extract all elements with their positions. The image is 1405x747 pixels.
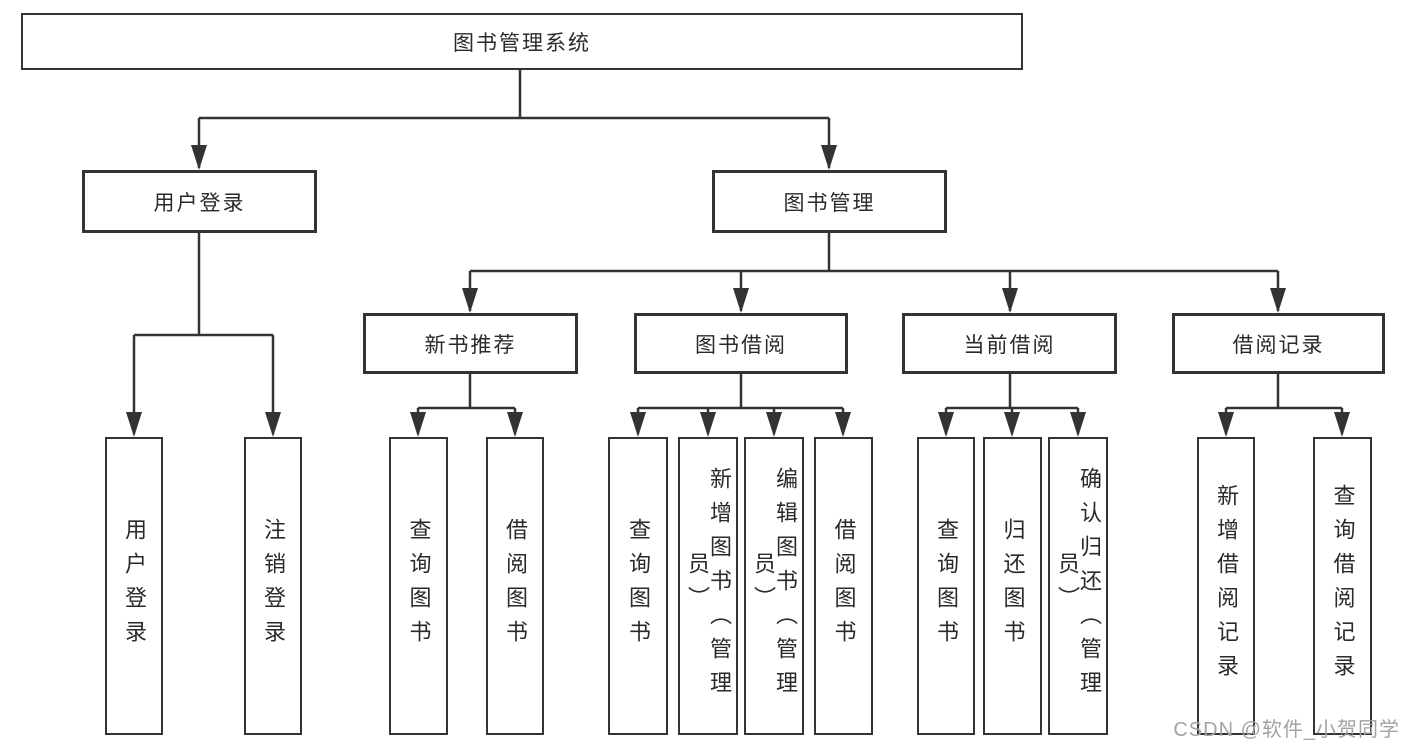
node-user-login: 用户登录 <box>82 170 317 233</box>
leaf-borrow-books: 借阅图书 <box>814 437 873 735</box>
node-borrow-records: 借阅记录 <box>1172 313 1385 374</box>
leaf-add-borrow-record-label: 新增借阅记录 <box>1214 484 1239 688</box>
leaf-return-books: 归还图书 <box>983 437 1042 735</box>
leaf-query-books-recommend-label: 查询图书 <box>406 518 432 654</box>
leaf-add-book-admin: 新增图书（管理员） <box>678 437 738 735</box>
leaf-add-book-admin-label: 新增图书（管理员） <box>685 467 732 705</box>
root-node-label: 图书管理系统 <box>453 31 591 55</box>
node-user-login-label: 用户登录 <box>153 191 246 215</box>
leaf-query-borrow-record: 查询借阅记录 <box>1313 437 1372 735</box>
leaf-user-login: 用户登录 <box>105 437 163 735</box>
node-new-book-recommend-label: 新书推荐 <box>424 333 517 357</box>
leaf-query-books-recommend: 查询图书 <box>389 437 448 735</box>
node-book-borrow: 图书借阅 <box>634 313 848 374</box>
leaf-query-books-borrow-label: 查询图书 <box>626 518 651 654</box>
node-new-book-recommend: 新书推荐 <box>363 313 578 374</box>
root-node: 图书管理系统 <box>21 13 1023 70</box>
leaf-query-books-borrow: 查询图书 <box>608 437 668 735</box>
leaf-logout-label: 注销登录 <box>261 518 286 654</box>
leaf-add-borrow-record: 新增借阅记录 <box>1197 437 1255 735</box>
leaf-logout: 注销登录 <box>244 437 302 735</box>
leaf-confirm-return-admin-label: 确认归还（管理员） <box>1055 467 1102 705</box>
leaf-borrow-books-recommend: 借阅图书 <box>486 437 544 735</box>
node-book-management-label: 图书管理 <box>783 191 876 215</box>
node-book-borrow-label: 图书借阅 <box>695 333 787 357</box>
node-current-borrow: 当前借阅 <box>902 313 1117 374</box>
leaf-borrow-books-recommend-label: 借阅图书 <box>503 518 528 654</box>
leaf-edit-book-admin-label: 编辑图书（管理员） <box>751 467 798 705</box>
leaf-return-books-label: 归还图书 <box>1000 518 1026 654</box>
leaf-query-books-current: 查询图书 <box>917 437 975 735</box>
csdn-watermark: CSDN @软件_小贺同学 <box>1173 719 1400 741</box>
leaf-edit-book-admin: 编辑图书（管理员） <box>744 437 804 735</box>
leaf-query-books-current-label: 查询图书 <box>934 518 959 654</box>
node-current-borrow-label: 当前借阅 <box>963 333 1056 357</box>
leaf-query-borrow-record-label: 查询借阅记录 <box>1330 484 1356 688</box>
node-book-management: 图书管理 <box>712 170 947 233</box>
leaf-confirm-return-admin: 确认归还（管理员） <box>1048 437 1108 735</box>
node-borrow-records-label: 借阅记录 <box>1232 333 1325 357</box>
leaf-user-login-label: 用户登录 <box>122 518 147 654</box>
leaf-borrow-books-label: 借阅图书 <box>831 518 857 654</box>
